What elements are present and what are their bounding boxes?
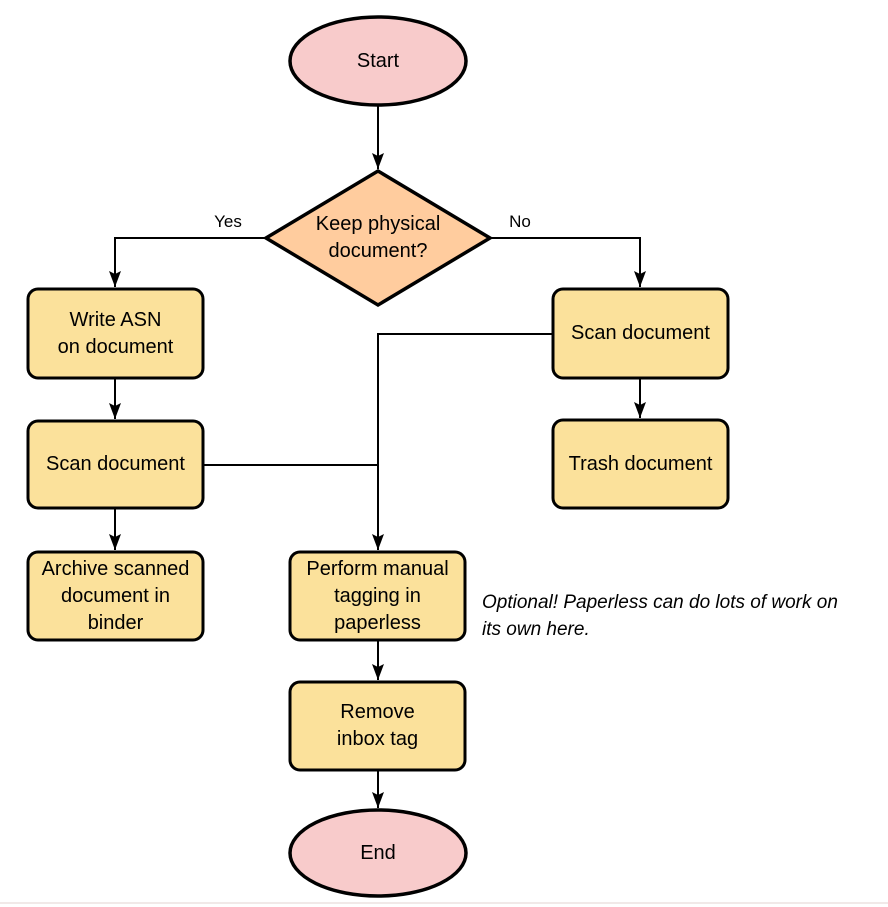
archive-node-shape	[26, 550, 205, 642]
edge-decision-yes-to-write-asn	[109, 237, 266, 287]
scan-right-node-shape	[551, 287, 730, 380]
edge-scan-right-to-tagging	[372, 333, 553, 550]
tagging-node-shape	[288, 550, 467, 642]
bottom-divider	[0, 902, 888, 904]
edge-decision-no-to-scan-right	[490, 237, 646, 287]
decision-node-shape	[262, 168, 494, 308]
start-node-shape	[288, 15, 468, 107]
scan-left-node-shape	[26, 419, 205, 510]
end-node-shape	[288, 808, 468, 898]
trash-node-shape	[551, 418, 730, 510]
remove-tag-node-shape	[288, 680, 467, 772]
write-asn-node-shape	[26, 287, 205, 380]
